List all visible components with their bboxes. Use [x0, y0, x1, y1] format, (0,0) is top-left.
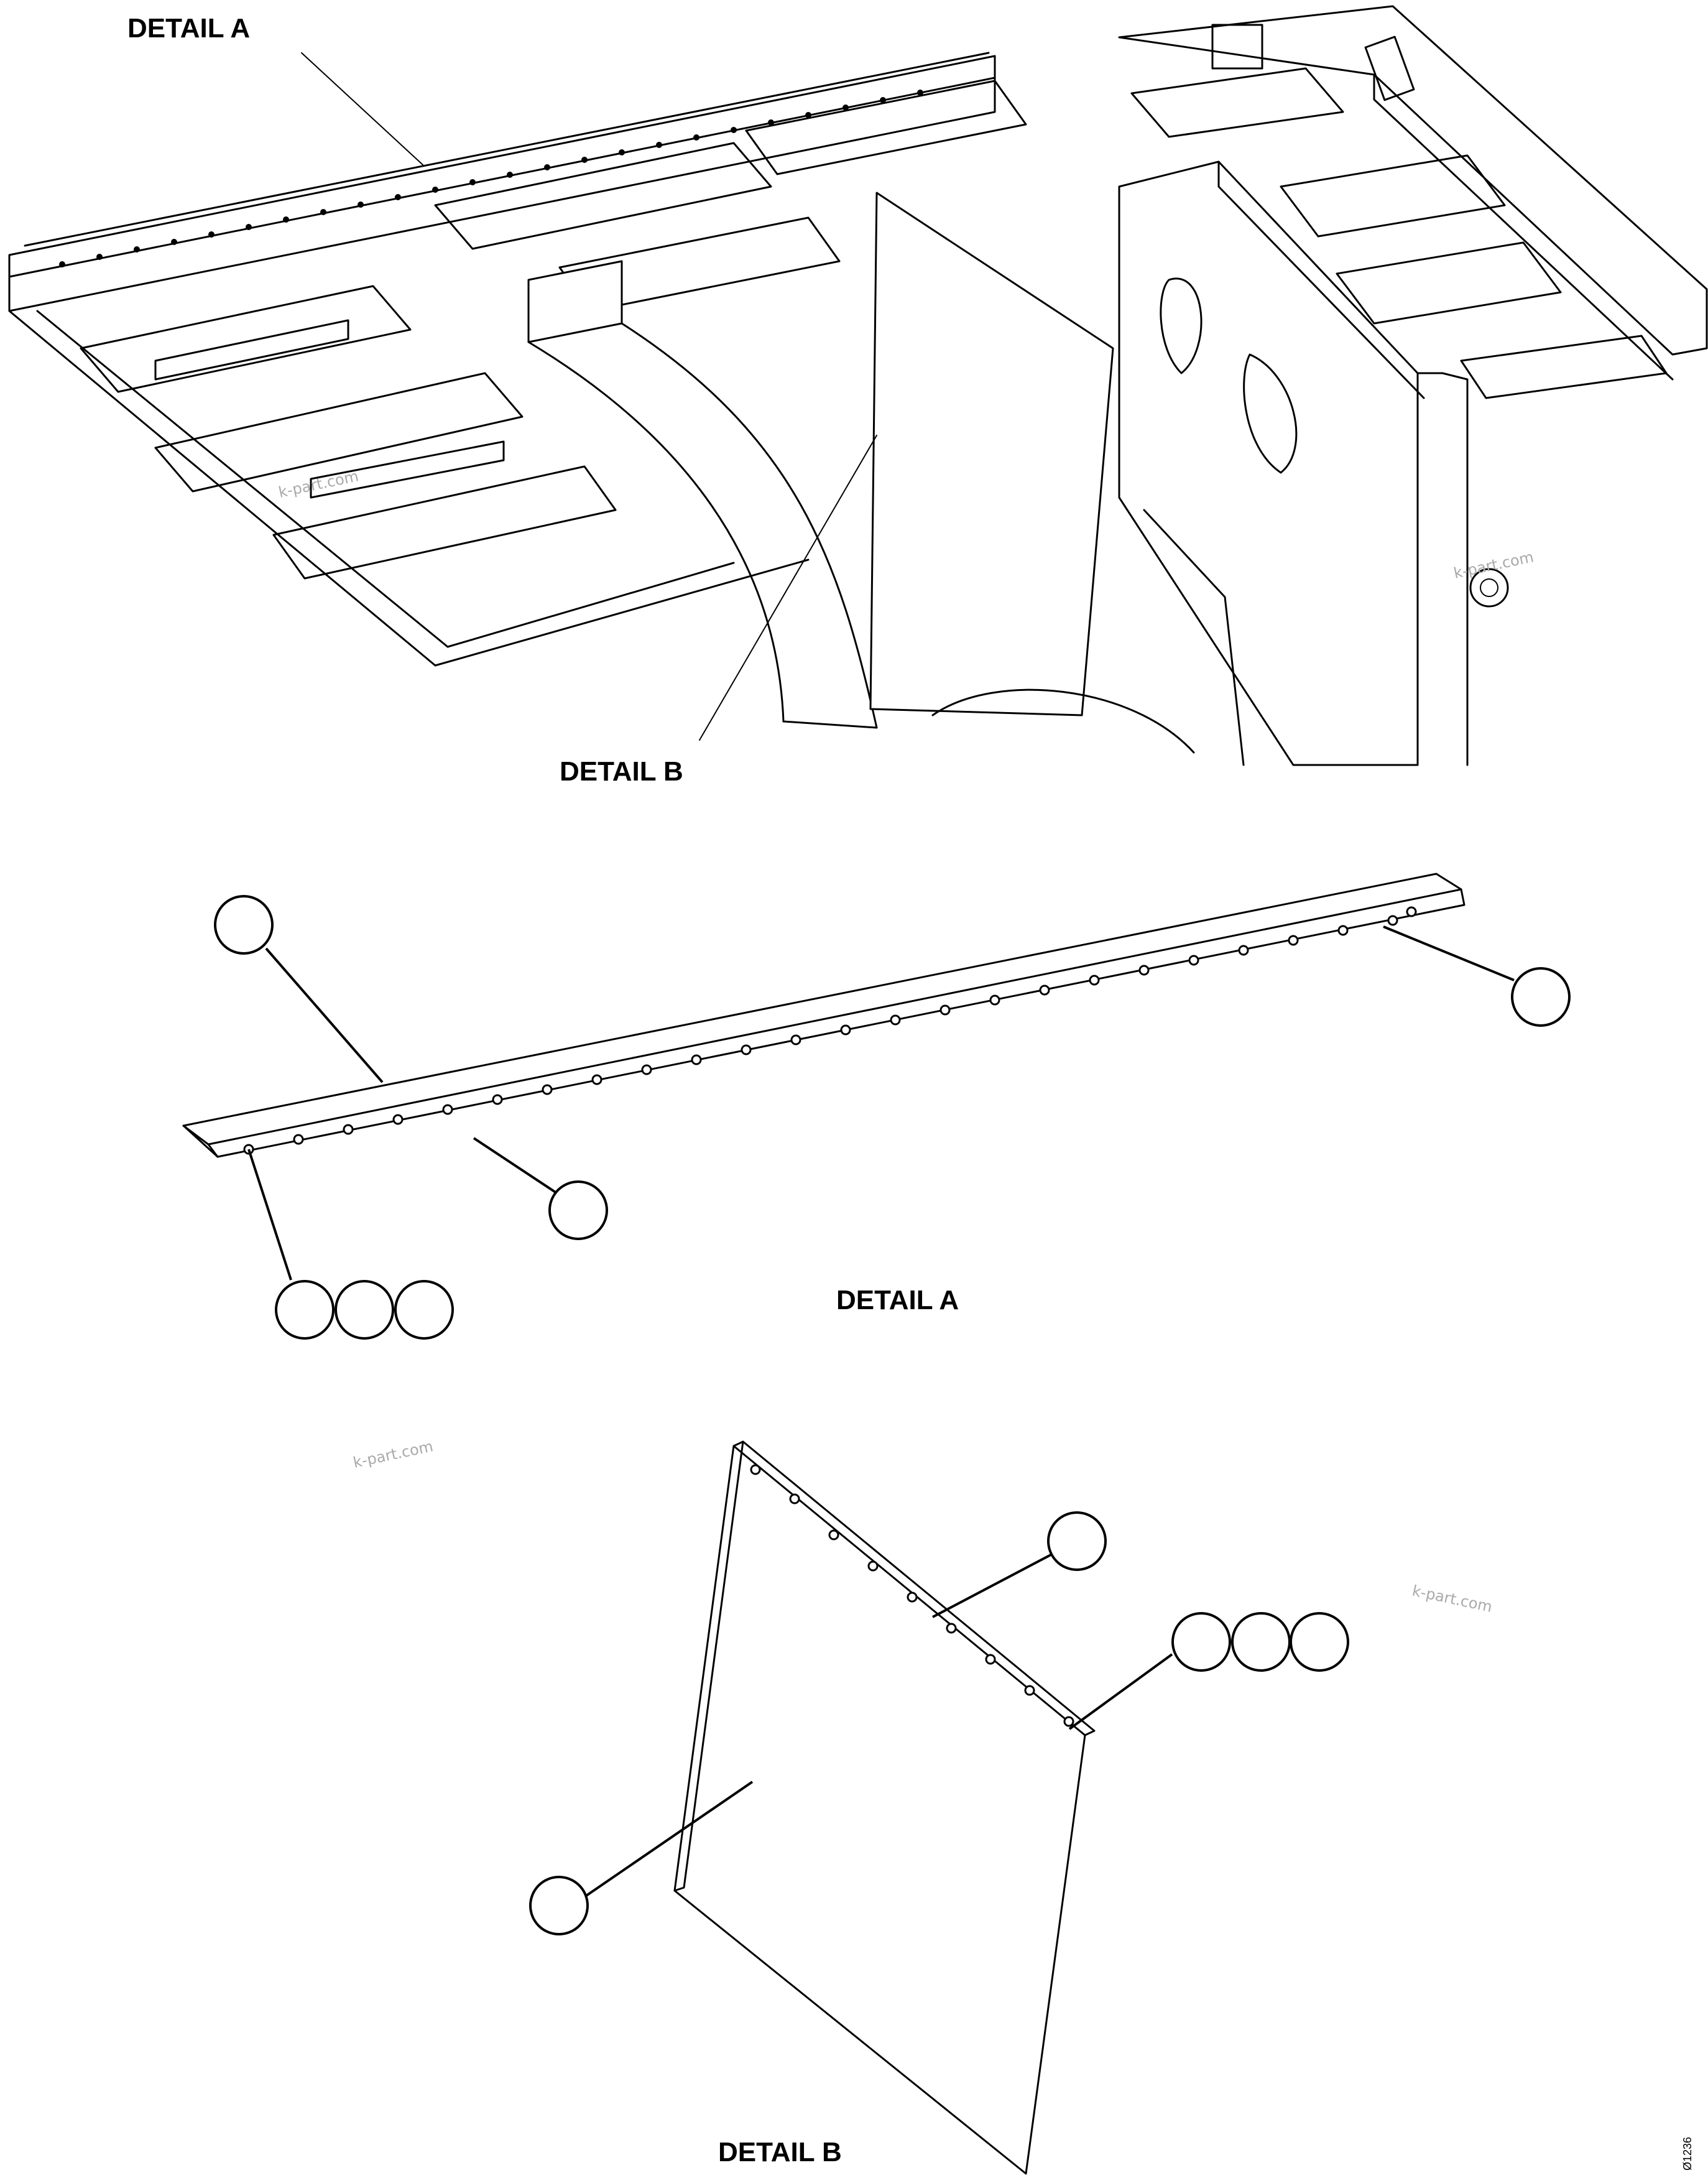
rail-bolts	[59, 90, 923, 267]
detail-b-leader	[699, 435, 877, 741]
watermark: k-part.com	[351, 1437, 435, 1471]
frame-assembly-view	[8, 5, 1708, 766]
detail-b-panel	[529, 1440, 1349, 2175]
cross-slats	[80, 67, 1668, 580]
detail-a-callout-5	[335, 1280, 394, 1340]
detail-a-label-view: DETAIL A	[836, 1285, 959, 1315]
detail-a-rail	[182, 873, 1571, 1340]
detail-a-callout-6	[394, 1280, 454, 1340]
detail-b-bolts	[750, 1464, 1074, 1727]
watermark: k-part.com	[1411, 1582, 1494, 1616]
detail-a-callout-1	[214, 895, 274, 955]
figure-code: Ø1236	[1681, 2137, 1694, 2171]
detail-b-callout-2	[1171, 1612, 1231, 1672]
detail-a-leader	[301, 52, 423, 165]
watermark: k-part.com	[1452, 548, 1535, 582]
detail-b-callout-5	[529, 1876, 589, 1935]
detail-b-label-top: DETAIL B	[560, 756, 683, 787]
panel-in-assembly	[869, 192, 1114, 716]
detail-a-callout-3	[548, 1180, 608, 1240]
detail-b-callout-4	[1290, 1612, 1349, 1672]
detail-b-label-view: DETAIL B	[718, 2137, 842, 2167]
detail-a-callout-2	[1511, 967, 1571, 1027]
detail-b-callout-1	[1047, 1511, 1107, 1571]
detail-a-label-top: DETAIL A	[127, 13, 250, 44]
detail-a-callout-4	[275, 1280, 335, 1340]
detail-a-bolts	[243, 906, 1417, 1155]
detail-b-callout-3	[1231, 1612, 1291, 1672]
